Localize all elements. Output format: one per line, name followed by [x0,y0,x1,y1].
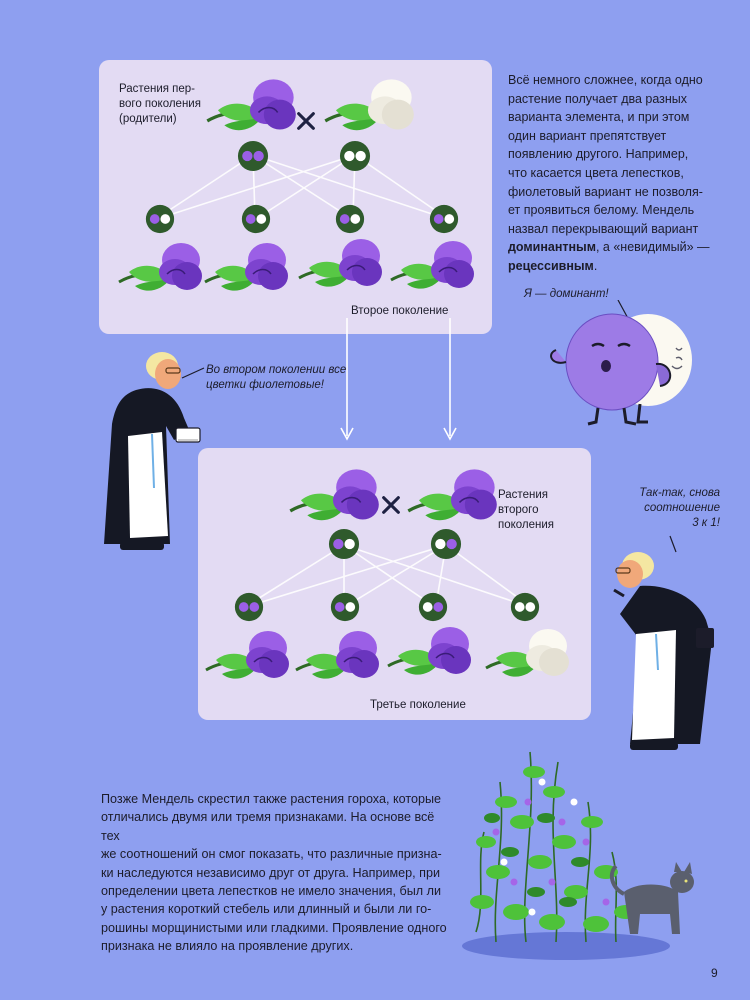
offspring-flower-2 [294,629,381,681]
first-cross-diagram [117,77,476,293]
second-cross-panel: Растения второго поколения Третье поколе… [198,448,591,720]
offspring-gene-2 [330,592,360,622]
generation-arrows [340,318,457,441]
offspring-flower-3 [386,625,473,677]
second-cross-diagram [204,467,571,681]
mendel-figure-left [104,352,205,550]
parent-gene-2 [430,528,462,560]
offspring-flower-2 [203,241,290,293]
inheritance-lines [158,154,446,218]
offspring-gene-4 [429,204,459,234]
parent-gene-white [339,140,371,172]
parent-gene-1 [328,528,360,560]
mendel-speech-2: Так-так, снова соотношение 3 к 1! [639,487,720,529]
second-parents-label: Растения второго поколения [498,489,555,531]
recessive-term: рецессивным [508,258,594,273]
offspring-gene-4 [510,592,540,622]
arrow-down-icon [340,427,354,441]
page-number: 9 [711,966,718,980]
second-generation-label: Второе поколение [351,305,449,317]
third-generation-label: Третье поколение [370,699,466,711]
offspring-flower-1 [117,241,204,293]
inheritance-lines [247,544,529,606]
parent-purple-flower [406,467,499,522]
mendel-speech-1: Во втором поколении все цветки фиолетовы… [206,364,347,391]
parent-white-flower [323,77,416,132]
offspring-gene-1 [145,204,175,234]
offspring-gene-3 [418,592,448,622]
offspring-flower-3 [297,237,384,289]
parent-purple-flower [288,467,381,522]
parent-gene-purple [237,140,269,172]
offspring-gene-1 [234,592,264,622]
offspring-gene-3 [335,204,365,234]
dominant-term: доминантным [508,240,596,255]
first-cross-panel: Растения пер- вого поколения (родители) … [99,60,492,334]
mendel-figure-right [613,535,714,750]
offspring-flower-4 [389,239,476,291]
cross-icon [297,112,315,130]
dominant-character [566,314,658,410]
offspring-white-flower [484,627,571,679]
dominant-gene-character [550,300,692,426]
conclusion-paragraph: Позже Мендель скрестил также растения го… [101,792,447,954]
cross-icon [382,496,400,514]
pea-plant-illustration [462,751,694,960]
arrow-down-icon [443,427,457,441]
intro-paragraph: Всё немного сложнее, когда одно растение… [508,73,710,273]
offspring-gene-2 [241,204,271,234]
cat-illustration [609,862,694,934]
dominant-speech: Я — доминант! [524,288,609,300]
offspring-flower-1 [204,629,291,681]
parent-purple-flower [205,77,298,132]
parents-label: Растения пер- вого поколения (родители) [119,83,201,125]
